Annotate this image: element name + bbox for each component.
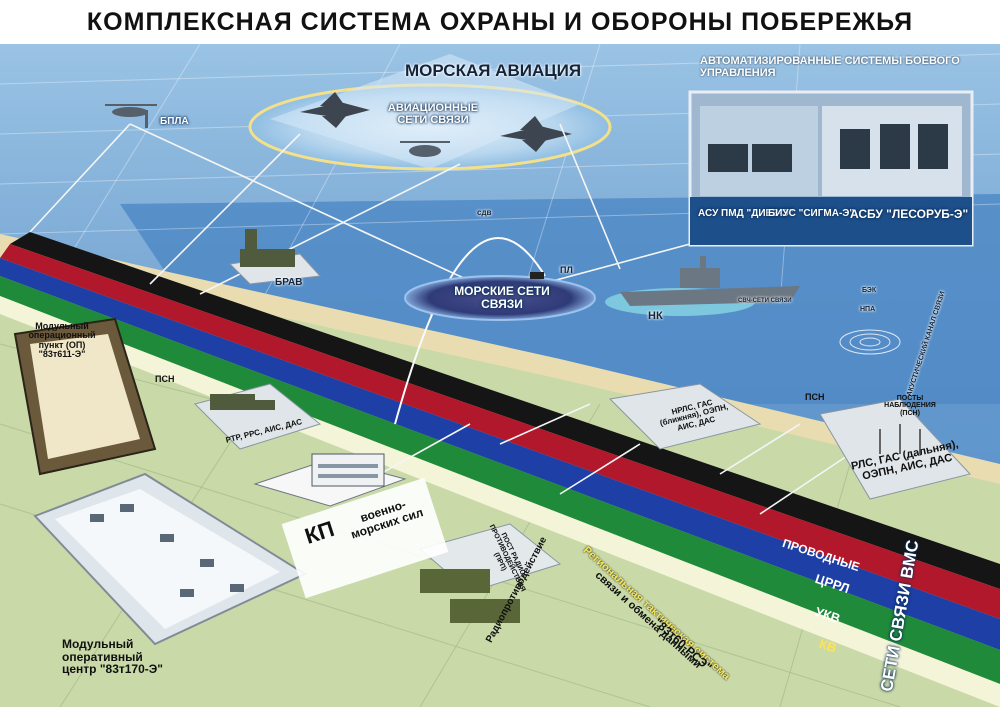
submarine-label: ПЛ xyxy=(560,265,573,275)
operational-center-label: Модульный оперативный центр "83т170-Э" xyxy=(62,637,163,677)
operational-post-interior xyxy=(30,334,140,459)
acs-systems-bar xyxy=(690,197,972,245)
band-crrl xyxy=(0,244,1000,619)
launcher-icon xyxy=(240,229,295,267)
aviation-title: МОРСКАЯ АВИАЦИЯ xyxy=(405,61,582,80)
surface-ship-label: НК xyxy=(648,310,663,322)
ew-truck-icon xyxy=(420,569,520,623)
psn-right-label: ПСН xyxy=(805,392,825,402)
shf-label: СВЧ-СЕТИ СВЯЗИ xyxy=(738,298,792,304)
uav-icon xyxy=(105,104,157,128)
ship-icon xyxy=(620,256,800,306)
band-ukv xyxy=(0,258,1000,650)
sdv-label: сдв xyxy=(477,208,492,217)
operational-center-interior xyxy=(55,489,280,629)
psn-left-label: ПСН xyxy=(155,374,175,384)
submarine-icon xyxy=(530,272,544,279)
npa-label: НПА xyxy=(860,306,876,313)
jet-icon xyxy=(300,92,370,128)
antenna-icon xyxy=(879,424,921,454)
helicopter-icon xyxy=(400,141,450,157)
acs-system-2: БИУС "СИГМА-Э" xyxy=(768,208,855,219)
sea-network-label: МОРСКИЕ СЕТИ СВЯЗИ xyxy=(454,284,550,311)
page-title: КОМПЛЕКСНАЯ СИСТЕМА ОХРАНЫ И ОБОРОНЫ ПОБ… xyxy=(0,0,1000,44)
workstation-icon xyxy=(90,504,244,597)
sdv-arc xyxy=(394,237,546,425)
sea-network-zone xyxy=(404,275,596,321)
modular-post-label: Модульный операционный пункт (ОП) "83т61… xyxy=(28,321,96,360)
jet-icon xyxy=(500,116,572,152)
sonar-icon xyxy=(839,329,901,355)
band-wired xyxy=(10,232,1000,589)
truck-icon xyxy=(210,394,275,410)
band-kv xyxy=(0,276,1000,684)
bek-label: БЭК xyxy=(862,287,877,294)
aviation-plane xyxy=(270,54,580,169)
posts-label: ПОСТЫ НАБЛЮДЕНИЯ (ПСН) xyxy=(884,395,936,417)
acs-system-3: АСБУ "ЛЕСОРУБ-Э" xyxy=(850,207,969,221)
acs-panel-title: АВТОМАТИЗИРОВАННЫЕ СИСТЕМЫ БОЕВОГО УПРАВ… xyxy=(700,55,960,79)
kp-label-panel xyxy=(281,477,449,599)
coastal-post-platform xyxy=(608,383,762,450)
kp-building xyxy=(311,453,385,487)
data-links xyxy=(29,123,851,515)
console-icon xyxy=(708,124,948,172)
uav-label: БПЛА xyxy=(160,116,189,127)
radar-post-platform xyxy=(819,398,971,500)
aviation-network-label: АВИАЦИОННЫЕ СЕТИ СВЯЗИ xyxy=(387,102,479,126)
acs-system-1: АСУ ПМД "ДИЕЗ-Э" xyxy=(698,208,794,219)
brav-label: БРАВ xyxy=(275,277,303,288)
scene-illustration xyxy=(0,44,1000,707)
sea-area xyxy=(120,194,1000,474)
